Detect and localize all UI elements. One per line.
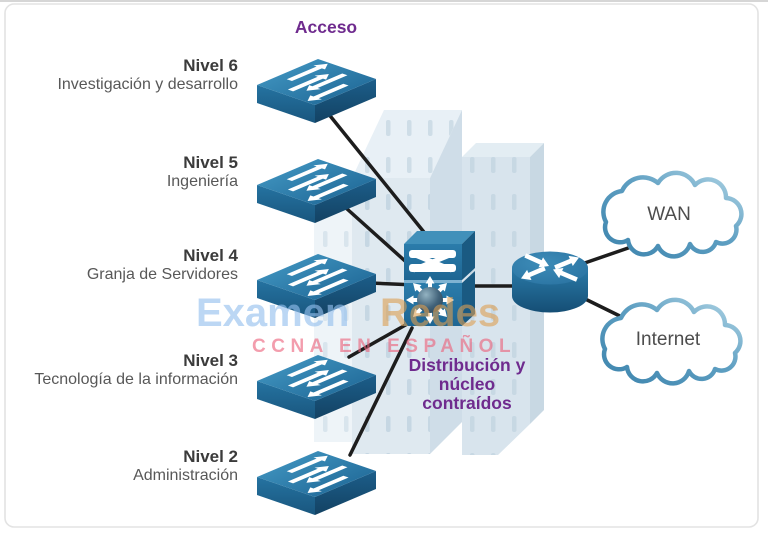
level-5-department: Ingeniería <box>167 173 238 190</box>
access-zone-label: Acceso <box>295 17 357 37</box>
watermark-title-part2: Redes <box>380 291 500 335</box>
link-nivel3-core <box>347 321 411 359</box>
internet-cloud-label: Internet <box>636 329 701 350</box>
level-2-department: Administración <box>133 467 238 484</box>
distribution-label-line3: contraídos <box>422 393 512 413</box>
distribution-zone-label: Distribución y núcleo contraídos <box>409 355 526 413</box>
level-3-department: Tecnología de la información <box>34 371 238 388</box>
internet-cloud: Internet <box>602 300 740 383</box>
diagram-frame <box>4 3 759 528</box>
link-nivel2-core <box>348 326 414 457</box>
level-labels: Nivel 6 Investigación y desarrollo Nivel… <box>34 56 238 484</box>
level-3-name: Nivel 3 <box>183 351 238 370</box>
level-6-name: Nivel 6 <box>183 56 238 75</box>
distribution-label-line2: núcleo <box>439 374 495 394</box>
watermark-subtitle: CCNA EN ESPAÑOL <box>252 335 516 357</box>
distribution-label-line1: Distribución y <box>409 355 526 375</box>
wan-cloud: WAN <box>603 173 741 256</box>
level-2-name: Nivel 2 <box>183 447 238 466</box>
watermark: Examen Redes CCNA EN ESPAÑOL <box>196 291 516 357</box>
access-switch-nivel-2 <box>257 451 376 515</box>
level-6-department: Investigación y desarrollo <box>57 76 238 93</box>
watermark-title-part1: Examen <box>196 291 349 335</box>
router-icon <box>512 250 588 313</box>
level-4-department: Granja de Servidores <box>87 266 238 283</box>
wan-cloud-label: WAN <box>647 204 691 225</box>
access-switch-nivel-6 <box>257 59 376 123</box>
level-4-name: Nivel 4 <box>183 246 238 265</box>
level-5-name: Nivel 5 <box>183 153 238 172</box>
link-nivel6-core <box>325 110 438 249</box>
multilayer-switch-icon <box>404 231 475 326</box>
